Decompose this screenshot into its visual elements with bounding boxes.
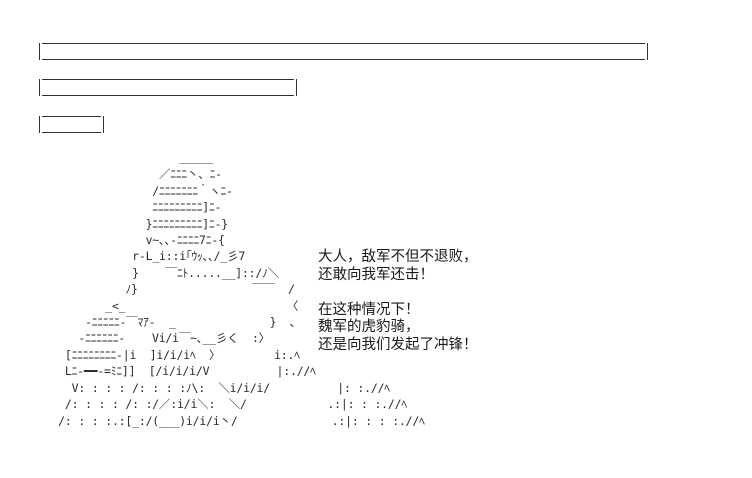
ascii-art-line: _<_ 〈 xyxy=(38,298,299,313)
dialogue-text: 大人，敌军不但不退败， 还敢向我军还击！ 在这种情况下！ 魏军的虎豹骑， 还是向… xyxy=(318,249,478,355)
header-box-wide xyxy=(39,43,648,60)
ascii-art-line: ＿＿＿ xyxy=(38,151,214,165)
ascii-art-line: V: : : : /: : : :ﾉ\: ＼i/i/i/ |: :.//ﾍ xyxy=(38,380,390,395)
ascii-art-line: r-L_i::i｢ｳｯ､､/_彡7 xyxy=(38,249,246,264)
ascii-art-line: -ﾆﾆﾆﾆﾆ-￣ﾏｱ- _ } ､ xyxy=(38,315,296,330)
ascii-art-line: -ﾆﾆﾆﾆﾆﾆ- Vi/i￣~､__彡く :〉 xyxy=(38,331,270,346)
dialogue-line: 魏军的虎豹骑， xyxy=(318,319,420,336)
ascii-art-line: Lﾆ-━━-=ﾐﾆ]] [/i/i/i/V |:.//ﾍ xyxy=(38,364,316,379)
ascii-art-line: v~､､-ﾆﾆﾆﾆ7ﾆ-{ xyxy=(38,233,225,248)
header-box-wide-frame xyxy=(42,43,645,60)
dialogue-line: 还敢向我军还击！ xyxy=(318,266,434,283)
dialogue-line: 还是向我们发起了冲锋！ xyxy=(318,336,478,353)
ascii-art-line: }ﾆﾆﾆﾆﾆﾆﾆﾆﾆ]ﾆ-} xyxy=(38,216,229,231)
dialogue-line: 大人，敌军不但不退败， xyxy=(318,249,478,265)
ascii-art-line: /: : : : /: :/／:i/i＼: ＼/ .:|: : :.//ﾍ xyxy=(38,397,407,412)
ascii-art-line: ／ﾆﾆﾆ丶、ﾆ- xyxy=(38,167,222,182)
dialogue-line: 在这种情况下！ xyxy=(318,301,420,318)
ascii-art-line: [ﾆﾆﾆﾆﾆﾆﾆﾆ-|i ]i/i/iﾍ 〉 i:.ﾍ xyxy=(38,347,300,362)
ascii-art-line: /ﾆﾆﾆﾆﾆﾆﾆ｀ヽﾆ- xyxy=(38,183,233,198)
header-box-medium xyxy=(39,79,297,96)
dialogue-gap xyxy=(318,284,478,302)
ascii-art-line: ﾉ} ￣￣ / xyxy=(38,282,295,297)
ascii-art-line: ﾆﾆﾆﾆﾆﾆﾆﾆﾆ]ﾆ- xyxy=(38,200,222,215)
ascii-art-figure: ＿＿＿ ／ﾆﾆﾆ丶、ﾆ- /ﾆﾆﾆﾆﾆﾆﾆ｀ヽﾆ- ﾆﾆﾆﾆﾆﾆﾆﾆﾆ]ﾆ- }… xyxy=(38,150,425,429)
header-box-medium-frame xyxy=(42,79,294,96)
header-box-small xyxy=(39,116,104,133)
header-box-small-frame xyxy=(42,116,101,133)
ascii-art-line: /: : : :.:[_:/(___)i/i/i丶/ .:|: : : :.//… xyxy=(38,413,425,428)
ascii-art-line: } ￣ﾆﾄ.....__]::/ﾉ＼ xyxy=(38,265,279,280)
